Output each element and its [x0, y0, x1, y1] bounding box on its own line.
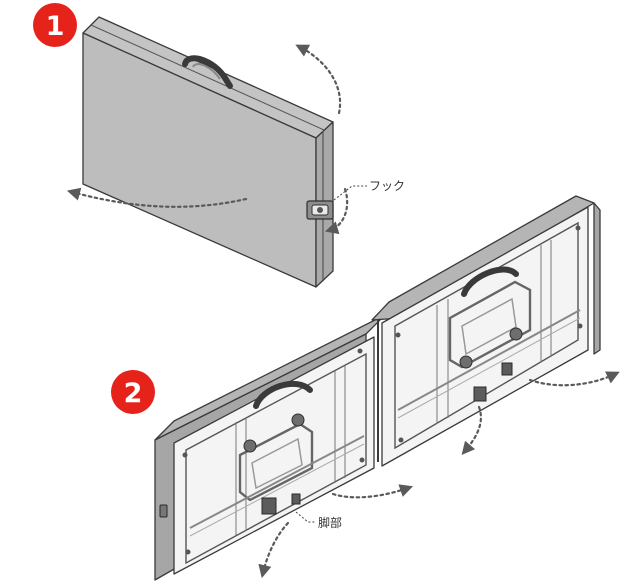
- hook-latch: [307, 201, 333, 219]
- left-panel: [155, 315, 385, 580]
- leg-arrow-left-right: [333, 488, 408, 497]
- step-2-number: 2: [124, 378, 143, 409]
- step-1-badge: 1: [33, 3, 77, 47]
- hook-label: フック: [369, 179, 405, 193]
- leg-block-right: [474, 387, 486, 401]
- folded-case: [83, 17, 333, 287]
- legs-callout: 脚部: [296, 512, 342, 530]
- leg-arrow-left-down: [263, 523, 288, 573]
- leg-block-left: [262, 498, 276, 514]
- open-arrow-top: [300, 47, 340, 113]
- right-panel: [372, 196, 600, 466]
- step-1-number: 1: [46, 11, 65, 42]
- step-2-badge: 2: [111, 370, 155, 414]
- opened-table: [155, 196, 600, 580]
- legs-label: 脚部: [318, 515, 342, 530]
